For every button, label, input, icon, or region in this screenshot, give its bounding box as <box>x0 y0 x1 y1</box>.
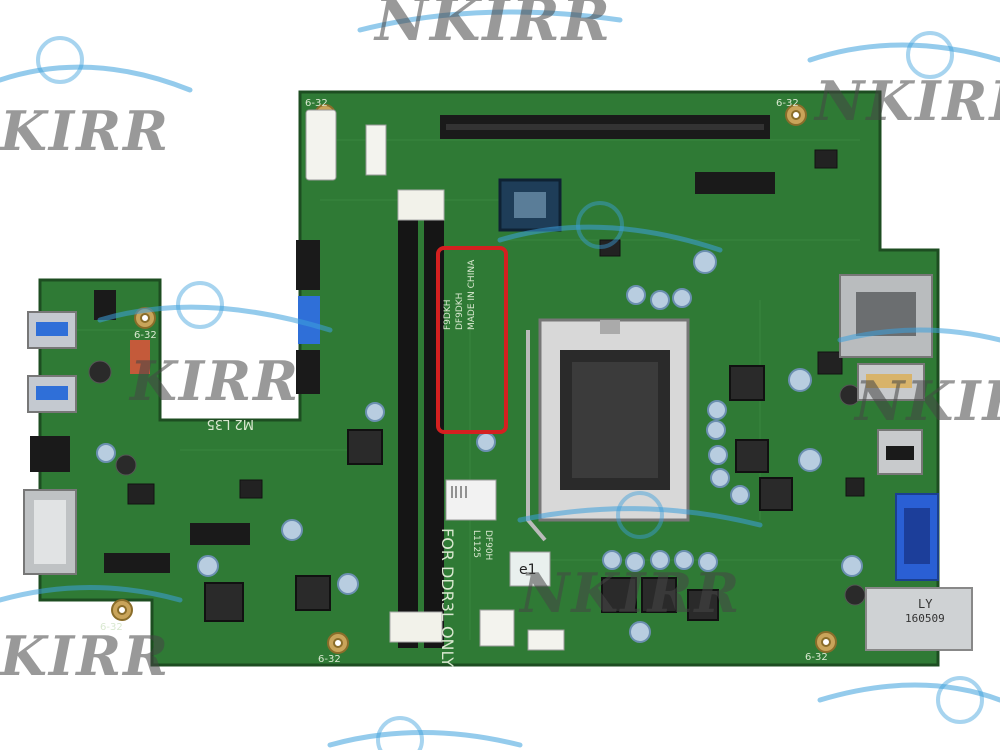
watermark-bottom-center: NKIRR <box>518 561 741 625</box>
sticker-label: LY <box>918 597 933 611</box>
barcode-label <box>445 479 497 521</box>
dimm-silkscreen: M2 L35 <box>207 416 254 431</box>
cpu-power-connector <box>479 609 515 647</box>
svg-text:MADE IN CHINA: MADE IN CHINA <box>467 259 477 330</box>
m2-slot <box>190 523 250 545</box>
cpu-socket <box>526 318 690 542</box>
highlight-box <box>436 246 508 434</box>
screw-mark-4: 6-32 <box>100 622 123 633</box>
screw-mark-3: 6-32 <box>134 330 157 341</box>
svg-text:DF90H: DF90H <box>483 530 493 560</box>
fan-header <box>527 629 565 651</box>
power-chokes <box>204 365 793 622</box>
pcie-x1-slot <box>695 172 775 194</box>
e1-sticker <box>509 551 551 587</box>
watermark-bottom-left: KIRR <box>0 624 170 688</box>
m2-wifi-slot <box>104 553 170 573</box>
screw-mark-5: 6-32 <box>318 654 341 665</box>
dimm-slot-1 <box>398 208 418 648</box>
memory-silkscreen: FOR DDR3L ONLY <box>438 528 457 667</box>
small-ics <box>127 149 865 505</box>
header-pins <box>296 350 320 394</box>
watermark-center-left: KIRR <box>128 349 300 413</box>
watermark-right-top: NKIRR <box>813 69 1000 133</box>
watermark-left-top: KIRR <box>0 99 170 163</box>
pcb-traces <box>60 139 860 640</box>
svg-text:L1125: L1125 <box>471 530 481 558</box>
capacitors <box>96 250 863 643</box>
pcb-board <box>38 90 940 667</box>
screw-mark-6: 6-32 <box>805 652 828 663</box>
sticker-date: 160509 <box>905 612 945 625</box>
svg-text:F9DKH: F9DKH <box>443 299 453 330</box>
sata-port-2 <box>298 296 320 344</box>
screw-mark-2: 6-32 <box>776 98 799 109</box>
highlight-silkscreen: F9DKH DF9DKH MADE IN CHINA L1125 DF90H <box>443 259 493 560</box>
screw-mark-1: 6-32 <box>305 98 328 109</box>
sata-power-connector <box>365 124 387 176</box>
atx-power-connector <box>305 109 337 181</box>
sata-port-1 <box>296 240 320 290</box>
watermark-top: NKIRR <box>373 0 612 54</box>
watermark-right-mid: NKIRR <box>853 369 1000 433</box>
e1-sticker-text: e1 <box>519 562 537 578</box>
front-io <box>23 290 150 575</box>
svg-text:DF9DKH: DF9DKH <box>455 293 465 330</box>
